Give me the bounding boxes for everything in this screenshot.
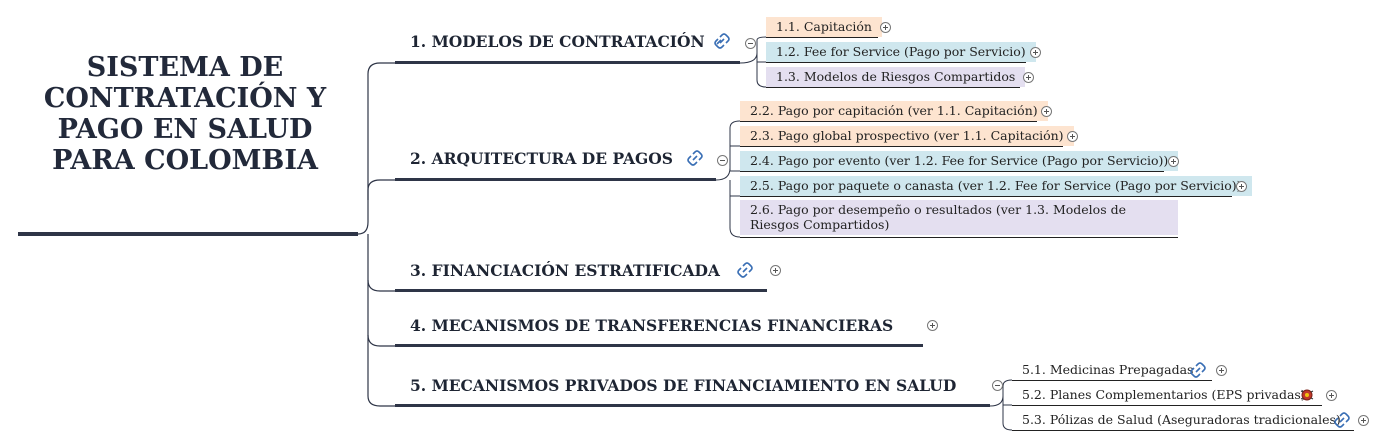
- expand-plus-icon[interactable]: [1168, 156, 1179, 167]
- subtopic-pago-capitacion[interactable]: 2.2. Pago por capitación (ver 1.1. Capit…: [740, 101, 1048, 121]
- subtopic-underline: [740, 196, 1232, 197]
- subtopic-pago-global-prospectivo[interactable]: 2.3. Pago global prospectivo (ver 1.1. C…: [740, 126, 1074, 146]
- branch-underline: [395, 178, 716, 181]
- subtopic-underline: [740, 146, 1063, 147]
- collapse-minus-icon[interactable]: [745, 38, 756, 49]
- subtopic-underline: [766, 37, 878, 38]
- subtopic-planes-complementarios[interactable]: 5.2. Planes Complementarios (EPS privada…: [1022, 387, 1306, 402]
- expand-plus-icon[interactable]: [1067, 131, 1078, 142]
- collapse-minus-icon[interactable]: [992, 380, 1003, 391]
- branch-arquitectura-pagos[interactable]: 2. ARQUITECTURA DE PAGOS: [410, 149, 673, 168]
- branch-modelos-contratacion[interactable]: 1. MODELOS DE CONTRATACIÓN: [410, 32, 705, 51]
- hyperlink-icon[interactable]: [737, 262, 753, 278]
- collapse-minus-icon[interactable]: [717, 155, 728, 166]
- expand-plus-icon[interactable]: [770, 265, 781, 276]
- subtopic-medicinas-prepagadas[interactable]: 5.1. Medicinas Prepagadas: [1022, 362, 1194, 377]
- branch-transferencias-financieras[interactable]: 4. MECANISMOS DE TRANSFERENCIAS FINANCIE…: [410, 316, 894, 335]
- hyperlink-icon[interactable]: [687, 150, 703, 166]
- subtopic-polizas-salud[interactable]: 5.3. Pólizas de Salud (Aseguradoras trad…: [1022, 412, 1341, 427]
- subtopic-capitacion[interactable]: 1.1. Capitación: [766, 17, 882, 37]
- expand-plus-icon[interactable]: [1358, 415, 1369, 426]
- subtopic-underline: [1012, 405, 1322, 406]
- branch-underline: [395, 61, 740, 64]
- subtopic-pago-evento[interactable]: 2.4. Pago por evento (ver 1.2. Fee for S…: [740, 151, 1179, 171]
- subtopic-underline: [1012, 430, 1354, 431]
- root-topic-title[interactable]: SISTEMA DE CONTRATACIÓN Y PAGO EN SALUD …: [43, 52, 327, 176]
- branch-underline: [395, 404, 990, 407]
- branch-financiacion-estratificada[interactable]: 3. FINANCIACIÓN ESTRATIFICADA: [410, 261, 720, 280]
- subtopic-pago-paquete[interactable]: 2.5. Pago por paquete o canasta (ver 1.2…: [740, 176, 1252, 196]
- root-topic-underline: [18, 232, 358, 236]
- expand-plus-icon[interactable]: [1326, 390, 1337, 401]
- subtopic-underline: [740, 237, 1178, 238]
- bug-marker-icon: [1300, 389, 1314, 401]
- subtopic-underline: [740, 171, 1164, 172]
- subtopic-pago-desempeno[interactable]: 2.6. Pago por desempeño o resultados (ve…: [740, 200, 1178, 235]
- branch-underline: [395, 289, 767, 292]
- expand-plus-icon[interactable]: [1041, 106, 1052, 117]
- branch-underline: [395, 344, 923, 347]
- branch-mecanismos-privados[interactable]: 5. MECANISMOS PRIVADOS DE FINANCIAMIENTO…: [410, 376, 957, 395]
- expand-plus-icon[interactable]: [1216, 365, 1227, 376]
- expand-plus-icon[interactable]: [927, 320, 938, 331]
- hyperlink-icon[interactable]: [1334, 412, 1350, 428]
- subtopic-underline: [766, 62, 1026, 63]
- hyperlink-icon[interactable]: [714, 33, 730, 49]
- expand-plus-icon[interactable]: [1023, 72, 1034, 83]
- expand-plus-icon[interactable]: [1030, 47, 1041, 58]
- subtopic-underline: [740, 121, 1037, 122]
- hyperlink-icon[interactable]: [1190, 362, 1206, 378]
- subtopic-underline: [1012, 380, 1212, 381]
- expand-plus-icon[interactable]: [880, 22, 891, 33]
- subtopic-fee-for-service[interactable]: 1.2. Fee for Service (Pago por Servicio): [766, 42, 1036, 62]
- expand-plus-icon[interactable]: [1236, 181, 1247, 192]
- subtopic-underline: [766, 87, 1020, 88]
- subtopic-riesgos-compartidos[interactable]: 1.3. Modelos de Riesgos Compartidos: [766, 67, 1026, 87]
